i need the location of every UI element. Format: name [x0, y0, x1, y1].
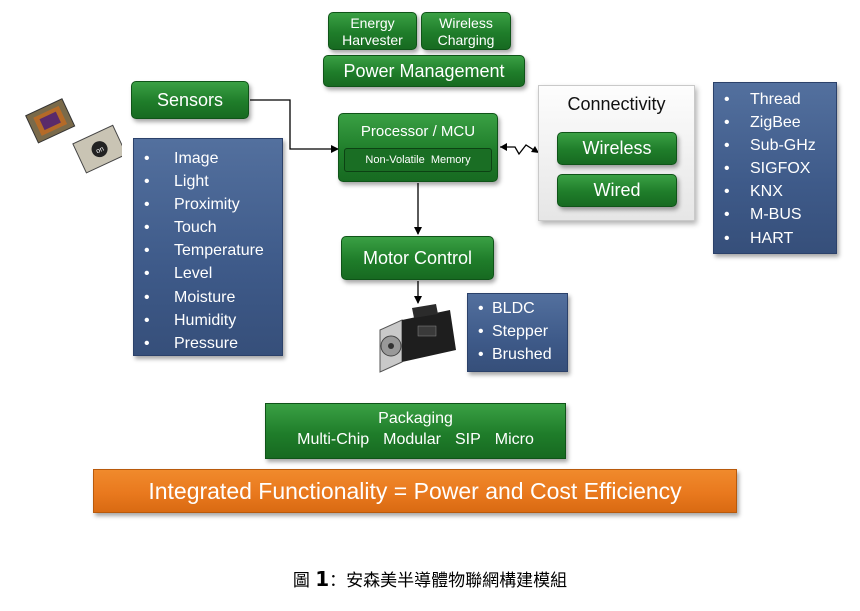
- wireless-charging-box: Wireless Charging: [421, 12, 511, 50]
- protocol-list-item: HART: [714, 227, 836, 250]
- sensor-list-item: Light: [134, 170, 282, 193]
- svg-text:on: on: [95, 146, 105, 156]
- sensor-chip-icons: on: [22, 95, 127, 175]
- sensor-list-item: Level: [134, 262, 282, 285]
- packaging-options: Multi-Chip Modular SIP Micro: [266, 431, 565, 449]
- non-volatile-memory-box: Non-Volatile Memory: [344, 148, 492, 172]
- protocol-list-item: ZigBee: [714, 111, 836, 134]
- figure-caption: 圖 1：安森美半導體物聯網構建模組: [0, 566, 860, 591]
- processor-connectivity-link: [500, 144, 538, 156]
- protocol-list-item: KNX: [714, 180, 836, 203]
- packaging-option: SIP: [454, 431, 481, 448]
- motor-type-item: BLDC: [468, 297, 567, 320]
- sensors-list-panel: ImageLightProximityTouchTemperatureLevel…: [133, 138, 283, 356]
- protocol-list-item: SIGFOX: [714, 157, 836, 180]
- motor-control-box: Motor Control: [341, 236, 494, 280]
- integrated-functionality-banner: Integrated Functionality = Power and Cos…: [93, 469, 737, 513]
- packaging-option: Multi-Chip: [297, 431, 370, 448]
- packaging-option: Modular: [383, 431, 441, 448]
- caption-prefix: 圖: [292, 571, 316, 591]
- sensors-to-processor-arrow: [250, 99, 339, 153]
- motor-image: [372, 302, 462, 380]
- caption-number: 1: [315, 567, 330, 591]
- protocol-list-item: M-BUS: [714, 203, 836, 226]
- motor-types-panel: BLDCStepperBrushed: [467, 293, 568, 372]
- processor-mcu-box: Processor / MCU Non-Volatile Memory: [338, 113, 498, 182]
- protocol-list-item: Sub-GHz: [714, 134, 836, 157]
- sensor-list-item: Temperature: [134, 239, 282, 262]
- sensor-list-item: Humidity: [134, 309, 282, 332]
- sensor-list-item: Touch: [134, 216, 282, 239]
- connectivity-panel: Connectivity Wireless Wired: [538, 85, 695, 221]
- protocol-list-item: Thread: [714, 88, 836, 111]
- motor-type-item: Brushed: [468, 343, 567, 366]
- power-management-box: Power Management: [323, 55, 525, 87]
- caption-text: ：安森美半導體物聯網構建模組: [329, 571, 568, 591]
- sensor-list-item: Image: [134, 147, 282, 170]
- packaging-box: Packaging Multi-Chip Modular SIP Micro: [265, 403, 566, 459]
- energy-harvester-box: Energy Harvester: [328, 12, 417, 50]
- processor-title: Processor / MCU: [360, 123, 476, 140]
- sensor-list-item: Pressure: [134, 332, 282, 355]
- packaging-option: Micro: [494, 431, 534, 448]
- sensor-list-item: Moisture: [134, 286, 282, 309]
- wireless-box: Wireless: [557, 132, 677, 165]
- wired-box: Wired: [557, 174, 677, 207]
- sensor-list-item: Proximity: [134, 193, 282, 216]
- sensors-box: Sensors: [131, 81, 249, 119]
- packaging-title: Packaging: [378, 410, 453, 427]
- protocols-list-panel: ThreadZigBeeSub-GHzSIGFOXKNXM-BUSHART: [713, 82, 837, 254]
- motor-type-item: Stepper: [468, 320, 567, 343]
- connectivity-title: Connectivity: [567, 94, 666, 114]
